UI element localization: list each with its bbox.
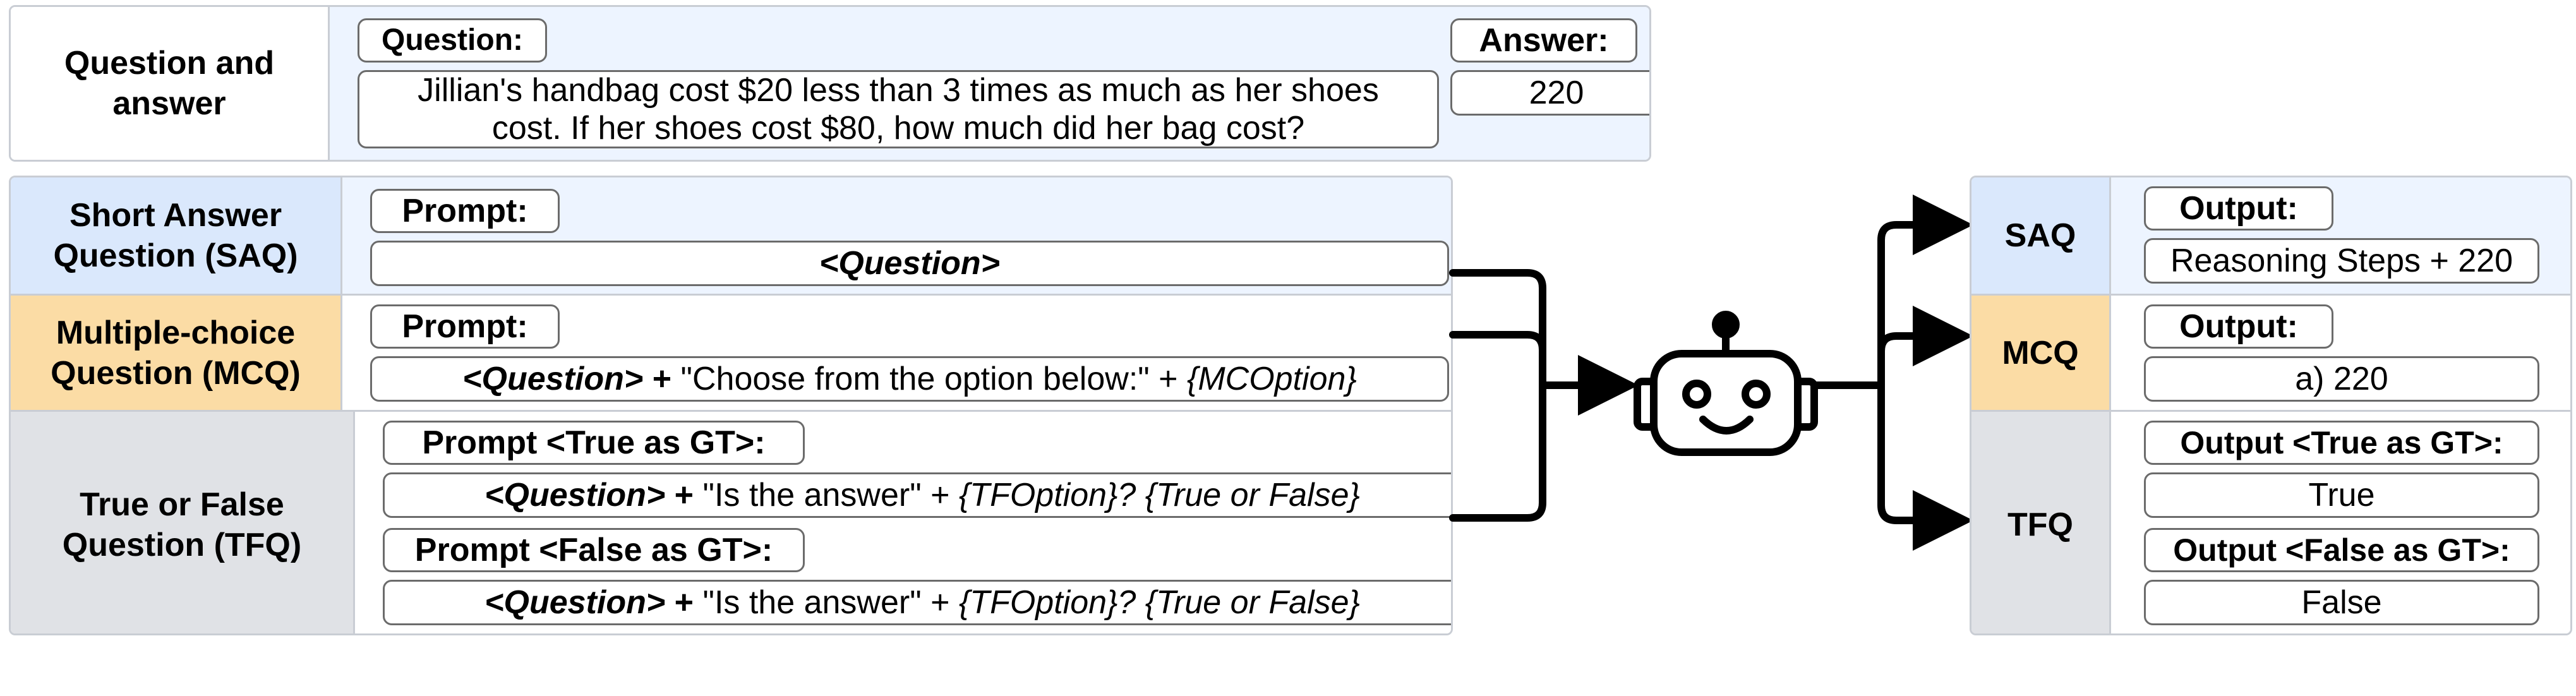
tfq-output-arrow [1877,381,1973,551]
question-answer-content: Question: Jillian's handbag cost $20 les… [328,7,1649,160]
tfq-prompt-true: <Question> + "Is the answer" + {TFOption… [383,472,1451,518]
mcq-output-row: MCQ Output: a) 220 [1971,294,2570,410]
tfq-prompt-false-tag: Prompt <False as GT>: [383,528,805,572]
prompt-formats-panel: Short Answer Question (SAQ) Prompt: <Que… [9,176,1453,635]
tfq-row: True or False Question (TFQ) Prompt <Tru… [11,410,1451,633]
mcq-output-label: MCQ [1971,296,2109,410]
question-answer-label: Question and answer [11,7,328,160]
mcq-prompt-plus-1: + [643,361,681,397]
tfq-prompt-true-question: <Question> [485,477,666,513]
question-text: Jillian's handbag cost $20 less than 3 t… [358,70,1439,148]
saq-prompt: <Question> [370,241,1449,286]
mcq-prompt-option: {MCOption} [1187,361,1357,397]
mcq-row: Multiple-choice Question (MCQ) Prompt: <… [11,294,1451,410]
answer-value: 220 [1450,70,1649,116]
tfq-output-true-tag: Output <True as GT>: [2144,421,2539,465]
robot-icon [1634,311,1818,456]
tfq-prompt-true-tag: Prompt <True as GT>: [383,421,805,465]
tfq-prompt-true-plus-2: + [921,477,959,513]
mcq-label: Multiple-choice Question (MCQ) [11,296,340,410]
question-tag: Question: [358,18,547,63]
saq-output-row: SAQ Output: Reasoning Steps + 220 [1971,177,2570,294]
saq-output-arrow [1877,195,1973,389]
tfq-output-label: TFQ [1971,412,2109,633]
saq-output-tag: Output: [2144,186,2333,231]
saq-output-label: SAQ [1971,177,2109,294]
tfq-prompt-false-plus-1: + [665,584,703,621]
mcq-output-tag: Output: [2144,304,2333,349]
mcq-prompt: <Question> + "Choose from the option bel… [370,356,1449,402]
tfq-prompt-true-option: {TFOption}? {True or False} [958,477,1360,513]
tfq-prompt-false-question: <Question> [485,584,666,621]
tfq-prompt-true-plus-1: + [665,477,703,513]
saq-prompt-tag: Prompt: [370,189,560,233]
saq-input-line [1449,269,1546,389]
mcq-input-line [1449,331,1546,389]
answer-tag: Answer: [1450,18,1637,63]
tfq-prompt-false-text: "Is the answer" [702,584,922,621]
mcq-prompt-text: "Choose from the option below:" [680,361,1150,397]
outputs-panel: SAQ Output: Reasoning Steps + 220 MCQ Ou… [1970,176,2572,635]
tfq-prompt-false-option: {TFOption}? {True or False} [958,584,1360,621]
saq-prompt-question: <Question> [819,245,1001,282]
mcq-output-value: a) 220 [2144,356,2539,402]
saq-output-value: Reasoning Steps + 220 [2144,238,2539,284]
tfq-output-true-value: True [2144,472,2539,518]
question-answer-panel: Question and answer Question: Jillian's … [9,5,1651,162]
tfq-prompt-false: <Question> + "Is the answer" + {TFOption… [383,580,1451,625]
tfq-output-false-value: False [2144,580,2539,625]
tfq-label: True or False Question (TFQ) [11,412,353,633]
saq-label: Short Answer Question (SAQ) [11,177,340,294]
tfq-output-row: TFQ Output <True as GT>: True Output <Fa… [1971,410,2570,633]
tfq-prompt-true-text: "Is the answer" [702,477,922,513]
saq-row: Short Answer Question (SAQ) Prompt: <Que… [11,177,1451,294]
mcq-prompt-question: <Question> [462,361,644,397]
tfq-prompt-false-plus-2: + [921,584,959,621]
mcq-prompt-tag: Prompt: [370,304,560,349]
tfq-input-line [1449,381,1546,522]
tfq-output-false-tag: Output <False as GT>: [2144,528,2539,572]
mcq-prompt-plus-2: + [1149,361,1187,397]
mcq-output-arrow [1877,306,1973,389]
